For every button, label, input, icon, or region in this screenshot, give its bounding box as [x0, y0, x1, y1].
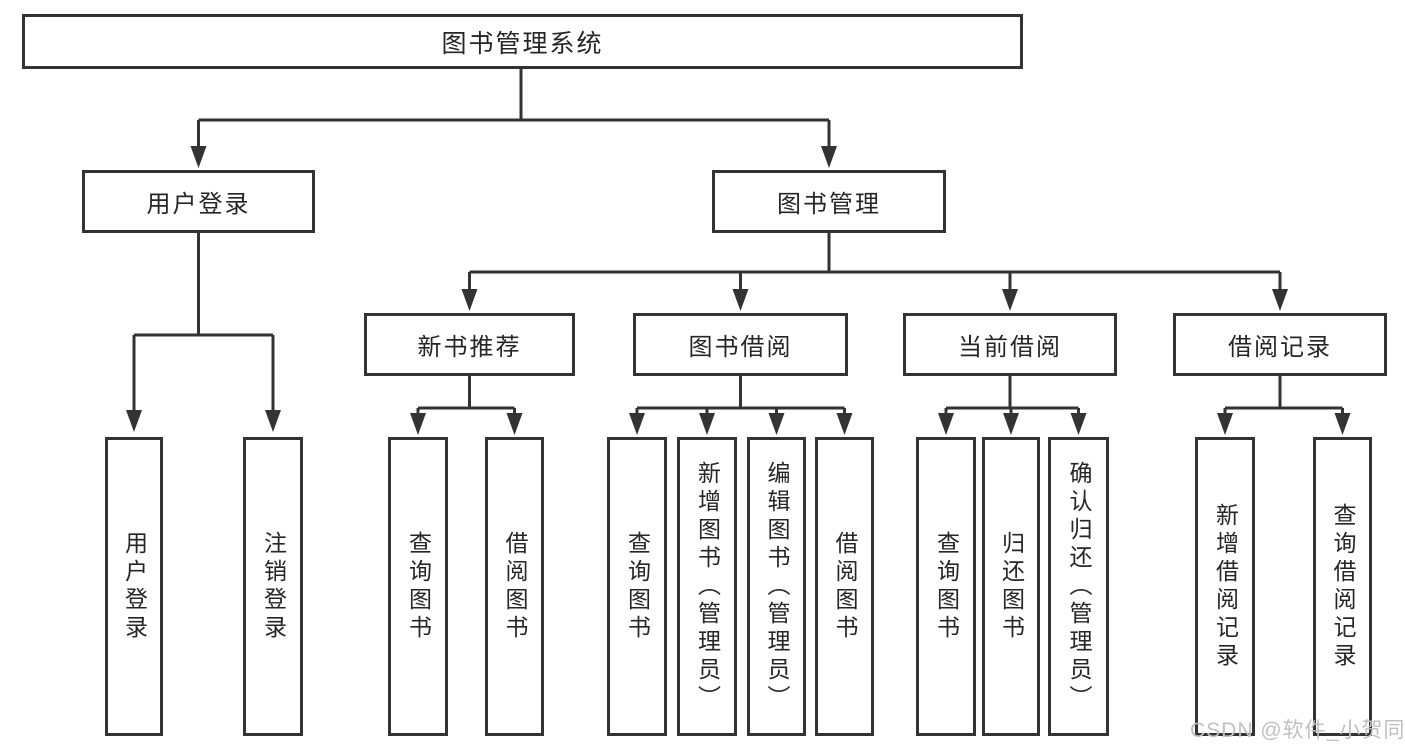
connector-borrow-record-children — [1217, 376, 1351, 435]
connector-book-borrow-children — [629, 376, 853, 435]
leaf-add-borrow-record: 新增借阅记录 — [1195, 437, 1255, 736]
node-book-management: 图书管理 — [712, 170, 946, 233]
connector-book-management-children — [461, 233, 1288, 311]
node-book-borrowing: 图书借阅 — [633, 313, 848, 376]
node-current-borrowing: 当前借阅 — [903, 313, 1117, 376]
csdn-watermark: CSDN @软件_小贺同学 — [1190, 719, 1405, 742]
leaf-add-books-admin: 新增图书（管理员） — [677, 437, 737, 736]
node-borrowing-records: 借阅记录 — [1173, 313, 1387, 376]
leaf-return-books: 归还图书 — [982, 437, 1040, 736]
connector-current-borrow-children — [938, 376, 1087, 435]
leaf-query-books-recommend: 查询图书 — [388, 437, 448, 736]
leaf-query-books-current: 查询图书 — [916, 437, 976, 736]
connector-new-book-rec-children — [410, 376, 523, 435]
leaf-borrow-books-recommend: 借阅图书 — [485, 437, 544, 736]
node-root-library-system: 图书管理系统 — [22, 14, 1023, 69]
leaf-borrow-books-borrow: 借阅图书 — [815, 437, 874, 736]
connector-user-login-children — [126, 233, 281, 432]
leaf-query-books-borrow: 查询图书 — [607, 437, 667, 736]
leaf-edit-books-admin: 编辑图书（管理员） — [747, 437, 806, 736]
node-new-book-recommendation: 新书推荐 — [364, 313, 575, 376]
leaf-query-borrow-record: 查询借阅记录 — [1313, 437, 1372, 736]
node-user-login: 用户登录 — [82, 170, 315, 233]
leaf-user-login: 用户登录 — [105, 437, 163, 736]
leaf-confirm-return-admin: 确认归还（管理员） — [1048, 437, 1109, 736]
leaf-logout: 注销登录 — [243, 437, 303, 736]
connector-root-to-level2 — [190, 69, 837, 168]
